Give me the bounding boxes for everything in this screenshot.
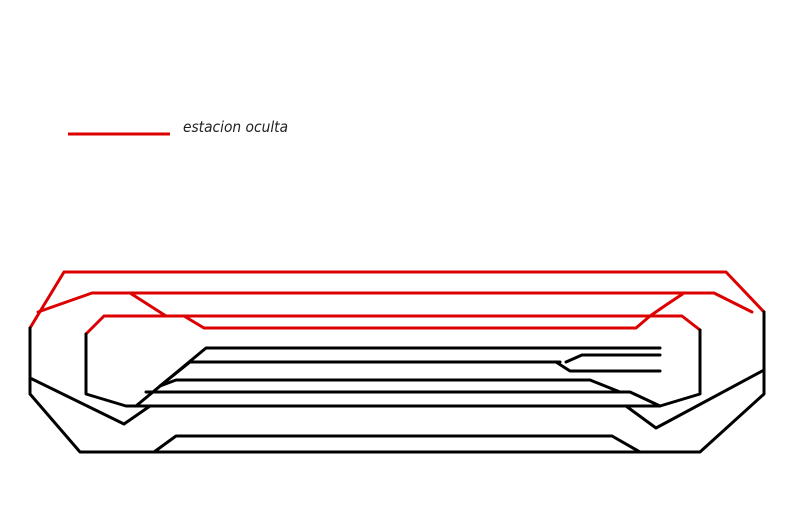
hidden-outer-loop-track xyxy=(28,270,766,330)
hidden-siding-track xyxy=(128,291,686,330)
yard-head-track xyxy=(158,378,622,394)
yard-track-3 xyxy=(144,390,662,408)
bottom-passing-track xyxy=(152,434,642,454)
outer-loop-track xyxy=(28,310,766,454)
yard-fan-track-lower xyxy=(554,360,662,373)
hidden-inner-track xyxy=(84,314,702,336)
hidden-middle-track xyxy=(36,291,754,314)
yard-track-2 xyxy=(158,360,562,388)
second-outer-track-right xyxy=(624,368,766,430)
hidden-station-tracks xyxy=(28,270,766,336)
legend-label-hidden-station: estacion oculta xyxy=(183,118,289,136)
second-outer-track xyxy=(28,376,152,426)
inner-loop-track xyxy=(84,328,702,408)
visible-tracks xyxy=(28,310,766,454)
yard-fan-track-upper xyxy=(564,353,662,364)
